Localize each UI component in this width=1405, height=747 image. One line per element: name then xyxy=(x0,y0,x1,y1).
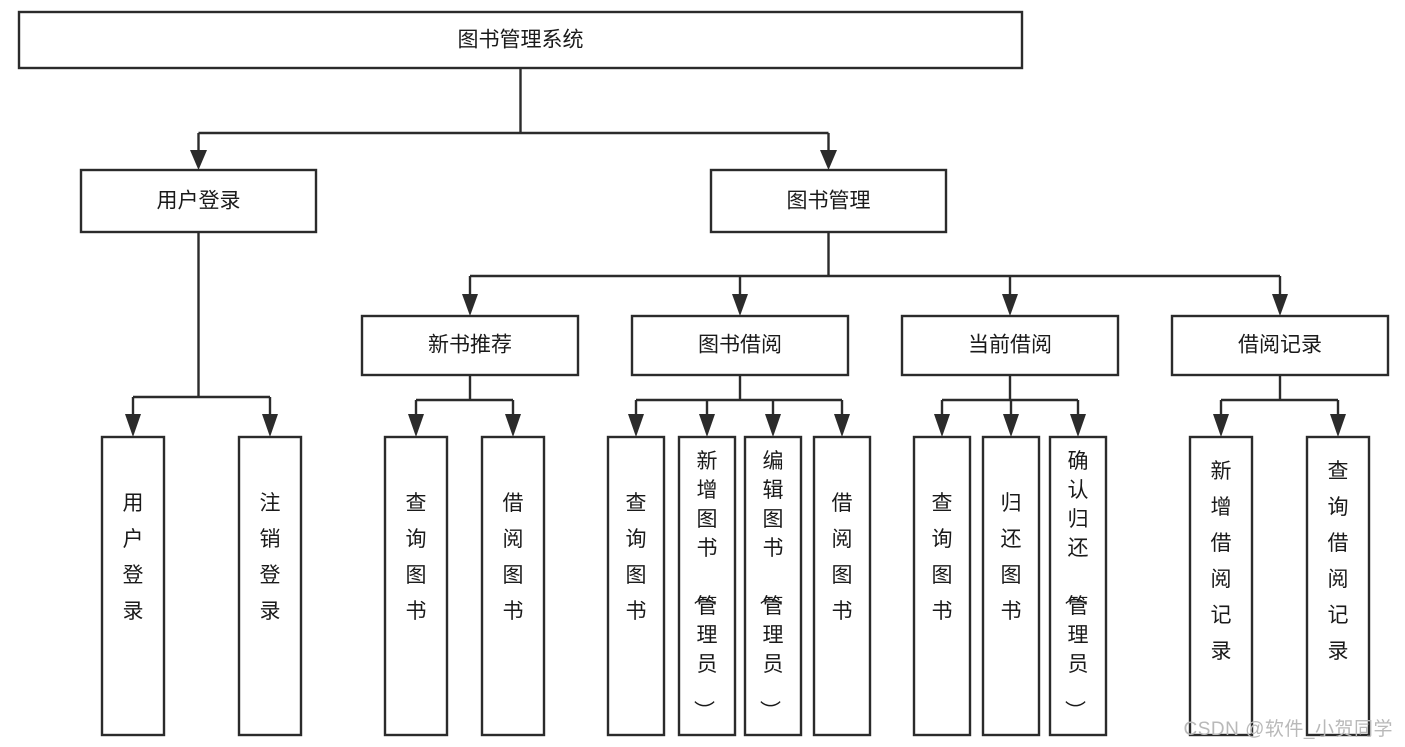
arrow-head-leaf-confirm-return xyxy=(1070,414,1086,437)
node-borrow-record-box[interactable] xyxy=(1170,314,1390,377)
node-leaf-borrow-book-2-label: 借阅图书 xyxy=(832,492,853,623)
node-new-book-rec[interactable]: 新书推荐 xyxy=(360,314,580,377)
node-leaf-borrow-book-1-box[interactable] xyxy=(480,435,546,737)
arrow-head-book-manage xyxy=(820,150,837,170)
arrow-head-leaf-query-book-2 xyxy=(628,414,644,437)
connectors-layer xyxy=(125,68,1346,437)
arrow-head-leaf-borrow-book-1 xyxy=(505,414,521,437)
node-current-borrow-box[interactable] xyxy=(900,314,1120,377)
arrow-head-user-login xyxy=(190,150,207,170)
node-leaf-add-book-label: 新增图书（管理员） xyxy=(692,450,718,721)
arrow-head-current-borrow xyxy=(1002,294,1018,316)
node-leaf-add-record[interactable]: 新增借阅记录 xyxy=(1188,435,1254,737)
node-leaf-user-logout[interactable]: 注销登录 xyxy=(237,435,303,737)
node-leaf-return-book-label: 归还图书 xyxy=(1001,492,1022,623)
node-leaf-user-login-box[interactable] xyxy=(100,435,166,737)
node-leaf-add-record-box[interactable] xyxy=(1188,435,1254,737)
node-leaf-return-book[interactable]: 归还图书 xyxy=(981,435,1041,737)
arrow-head-new-book-rec xyxy=(462,294,478,316)
node-root-box[interactable] xyxy=(17,10,1024,70)
node-leaf-return-book-box[interactable] xyxy=(981,435,1041,737)
arrow-head-book-borrow xyxy=(732,294,748,316)
arrow-head-leaf-add-record xyxy=(1213,414,1229,437)
node-user-login-label: 用户登录 xyxy=(157,190,241,213)
node-root-label: 图书管理系统 xyxy=(458,29,584,52)
node-leaf-query-book-1[interactable]: 查询图书 xyxy=(383,435,449,737)
node-leaf-confirm-return[interactable]: 确认归还（管理员） xyxy=(1048,435,1108,737)
arrow-head-leaf-query-record xyxy=(1330,414,1346,437)
node-leaf-confirm-return-label: 确认归还（管理员） xyxy=(1063,450,1089,721)
node-leaf-borrow-book-2[interactable]: 借阅图书 xyxy=(812,435,872,737)
node-leaf-query-record-label: 查询借阅记录 xyxy=(1328,460,1349,663)
node-leaf-query-record-box[interactable] xyxy=(1305,435,1371,737)
node-leaf-borrow-book-2-box[interactable] xyxy=(812,435,872,737)
node-leaf-confirm-return-box[interactable] xyxy=(1048,435,1108,737)
node-leaf-add-record-label: 新增借阅记录 xyxy=(1211,460,1232,663)
arrow-head-leaf-borrow-book-2 xyxy=(834,414,850,437)
node-leaf-borrow-book-1[interactable]: 借阅图书 xyxy=(480,435,546,737)
node-leaf-edit-book-box[interactable] xyxy=(743,435,803,737)
node-leaf-query-book-2-box[interactable] xyxy=(606,435,666,737)
node-leaf-edit-book[interactable]: 编辑图书（管理员） xyxy=(743,435,803,737)
node-leaf-query-book-2[interactable]: 查询图书 xyxy=(606,435,666,737)
node-current-borrow-label: 当前借阅 xyxy=(968,334,1052,357)
node-leaf-query-book-3-label: 查询图书 xyxy=(932,492,953,623)
arrow-head-borrow-record xyxy=(1272,294,1288,316)
node-borrow-record[interactable]: 借阅记录 xyxy=(1170,314,1390,377)
arrow-head-leaf-query-book-3 xyxy=(934,414,950,437)
node-leaf-user-logout-box[interactable] xyxy=(237,435,303,737)
node-new-book-rec-label: 新书推荐 xyxy=(428,334,512,357)
node-book-borrow-box[interactable] xyxy=(630,314,850,377)
node-book-manage[interactable]: 图书管理 xyxy=(709,168,948,234)
node-leaf-query-book-1-label: 查询图书 xyxy=(406,492,427,623)
node-user-login-box[interactable] xyxy=(79,168,318,234)
node-borrow-record-label: 借阅记录 xyxy=(1238,334,1322,357)
node-leaf-query-book-3-box[interactable] xyxy=(912,435,972,737)
arrow-head-leaf-add-book xyxy=(699,414,715,437)
node-user-login[interactable]: 用户登录 xyxy=(79,168,318,234)
node-leaf-user-login-label: 用户登录 xyxy=(123,492,144,623)
arrow-head-leaf-user-login xyxy=(125,414,141,437)
node-new-book-rec-box[interactable] xyxy=(360,314,580,377)
node-leaf-query-book-1-box[interactable] xyxy=(383,435,449,737)
node-book-manage-label: 图书管理 xyxy=(787,190,871,213)
node-leaf-borrow-book-1-label: 借阅图书 xyxy=(503,492,524,623)
node-book-borrow-label: 图书借阅 xyxy=(698,334,782,357)
node-leaf-query-book-3[interactable]: 查询图书 xyxy=(912,435,972,737)
node-leaf-edit-book-label: 编辑图书（管理员） xyxy=(758,450,784,721)
node-leaf-user-login[interactable]: 用户登录 xyxy=(100,435,166,737)
node-leaf-query-record[interactable]: 查询借阅记录 xyxy=(1305,435,1371,737)
arrow-head-leaf-user-logout xyxy=(262,414,278,437)
node-book-manage-box[interactable] xyxy=(709,168,948,234)
node-leaf-add-book[interactable]: 新增图书（管理员） xyxy=(677,435,737,737)
node-book-borrow[interactable]: 图书借阅 xyxy=(630,314,850,377)
arrow-head-leaf-edit-book xyxy=(765,414,781,437)
node-current-borrow[interactable]: 当前借阅 xyxy=(900,314,1120,377)
node-leaf-add-book-box[interactable] xyxy=(677,435,737,737)
node-leaf-query-book-2-label: 查询图书 xyxy=(626,492,647,623)
arrow-head-leaf-query-book-1 xyxy=(408,414,424,437)
node-leaf-user-logout-label: 注销登录 xyxy=(260,492,281,623)
arrow-head-leaf-return-book xyxy=(1003,414,1019,437)
node-root[interactable]: 图书管理系统 xyxy=(17,10,1024,70)
